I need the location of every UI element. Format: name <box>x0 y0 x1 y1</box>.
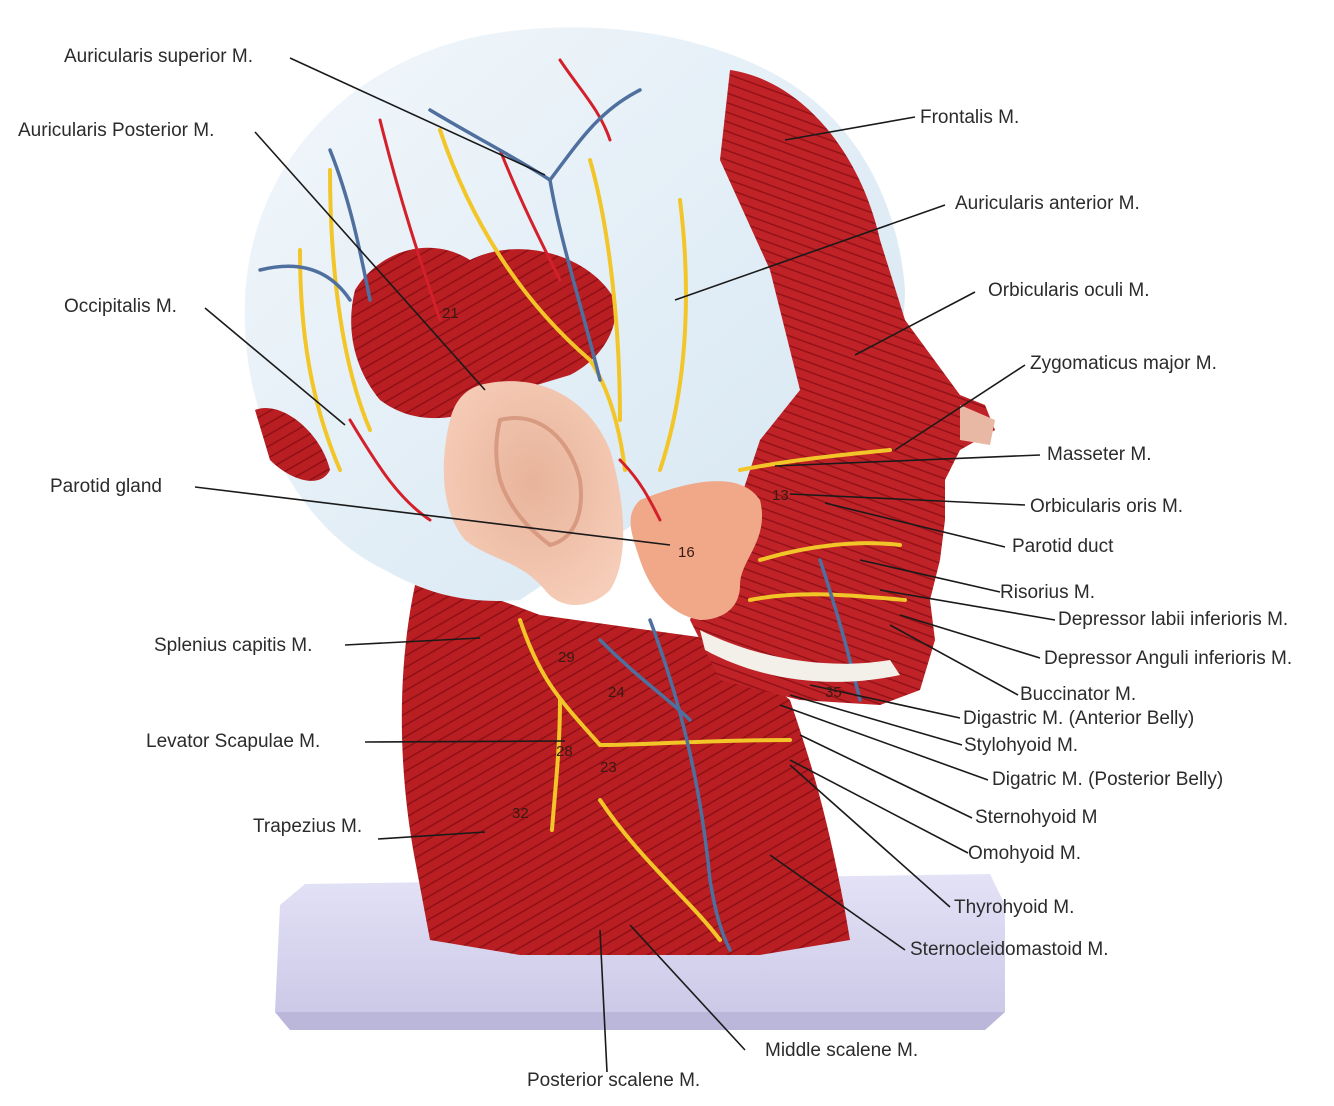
label-sternohyoid: Sternohyoid M <box>975 807 1098 828</box>
label-depressor-labii-inferioris: Depressor labii inferioris M. <box>1058 609 1289 630</box>
label-splenius-capitis: Splenius capitis M. <box>154 635 313 656</box>
label-posterior-scalene: Posterior scalene M. <box>527 1070 701 1091</box>
nerves <box>298 128 907 942</box>
label-omohyoid: Omohyoid M. <box>968 843 1081 864</box>
label-auricularis-anterior: Auricularis anterior M. <box>955 193 1140 214</box>
label-masseter: Masseter M. <box>1047 444 1152 465</box>
model-number-23: 23 <box>600 759 617 776</box>
face-muscles <box>690 70 995 705</box>
label-trapezius: Trapezius M. <box>253 816 363 837</box>
model-number-21: 21 <box>442 305 459 322</box>
veins <box>258 88 862 952</box>
label-levator-scapulae: Levator Scapulae M. <box>146 731 321 752</box>
label-stylohyoid: Stylohyoid M. <box>964 735 1079 756</box>
model-number-35: 35 <box>825 684 842 701</box>
label-zygomaticus-major: Zygomaticus major M. <box>1030 353 1217 374</box>
label-risorius: Risorius M. <box>1000 582 1096 603</box>
label-thyrohyoid: Thyrohyoid M. <box>954 897 1075 918</box>
parotid-gland-shape <box>630 481 763 620</box>
model-number-13: 13 <box>772 487 789 504</box>
model-number-16: 16 <box>678 544 695 561</box>
label-buccinator: Buccinator M. <box>1020 684 1137 705</box>
leader-lines <box>194 57 1056 1073</box>
auricularis-muscles <box>351 247 616 419</box>
label-middle-scalene: Middle scalene M. <box>765 1040 919 1061</box>
label-parotid-gland: Parotid gland <box>50 476 162 497</box>
label-frontalis: Frontalis M. <box>920 107 1020 128</box>
ear <box>443 381 624 605</box>
label-auricularis-superior: Auricularis superior M. <box>64 46 253 67</box>
label-orbicularis-oris: Orbicularis oris M. <box>1030 496 1184 517</box>
model-numbers: 21 16 35 29 24 28 32 23 13 <box>442 305 842 822</box>
model-number-32: 32 <box>512 805 529 822</box>
label-auricularis-posterior: Auricularis Posterior M. <box>18 120 215 141</box>
label-digastric-posterior: Digatric M. (Posterior Belly) <box>992 769 1224 790</box>
label-parotid-duct: Parotid duct <box>1012 536 1114 557</box>
label-depressor-anguli-inferioris: Depressor Anguli inferioris M. <box>1044 648 1293 669</box>
model-number-29: 29 <box>558 649 575 666</box>
label-digastric-anterior: Digastric M. (Anterior Belly) <box>963 708 1195 729</box>
label-sternocleidomastoid: Sternocleidomastoid M. <box>910 939 1109 960</box>
label-occipitalis: Occipitalis M. <box>64 296 177 317</box>
model-number-24: 24 <box>608 684 625 701</box>
arteries <box>348 58 662 522</box>
model-number-28: 28 <box>556 743 573 760</box>
label-orbicularis-oculi: Orbicularis oculi M. <box>988 280 1150 301</box>
